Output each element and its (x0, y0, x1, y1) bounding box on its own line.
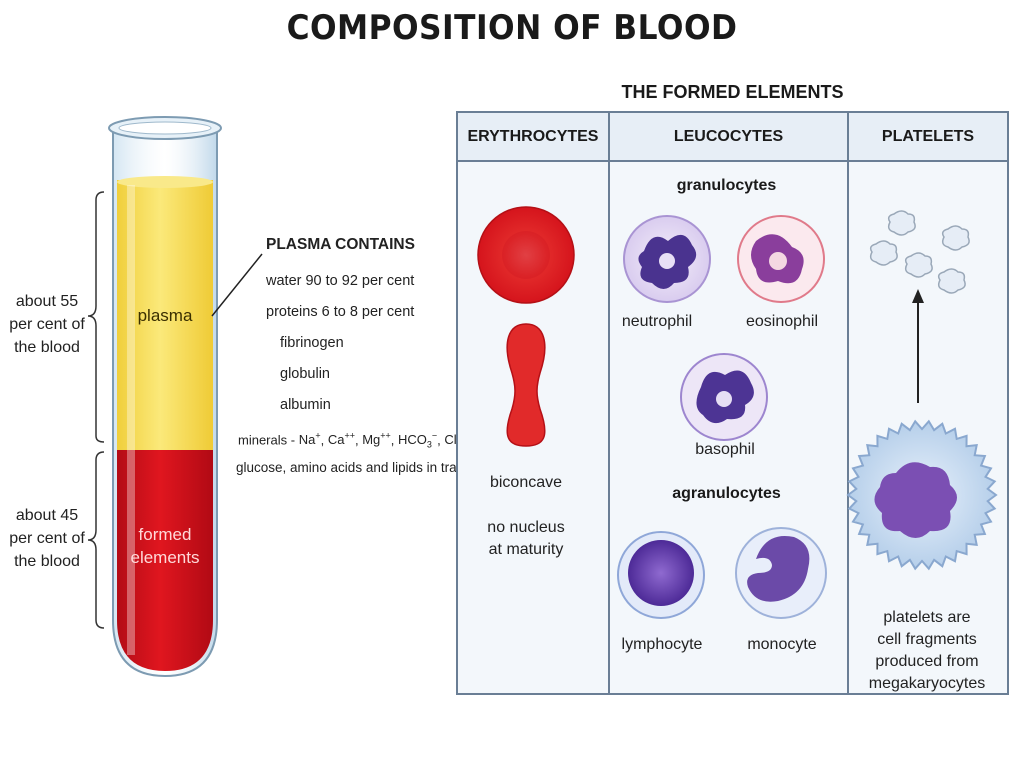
monocyte-icon (735, 527, 827, 619)
biconcave-label: biconcave (489, 474, 563, 491)
lymphocyte-icon (617, 531, 705, 619)
basophil-icon (680, 353, 768, 441)
lower-brace (87, 451, 105, 629)
minerals-line: minerals - Na+, Ca++, Mg++, HCO3−, Cl− (238, 421, 468, 452)
basophil-label: basophil (695, 441, 755, 458)
plasma-contains-heading: PLASMA CONTAINS (266, 236, 415, 253)
platelets-caption: platelets are cell fragments produced fr… (868, 609, 986, 692)
formed-elements-title: THE FORMED ELEMENTS (621, 82, 844, 102)
no-nucleus-label: no nucleus at maturity (487, 519, 565, 558)
mineral-ion: Mg++ (362, 431, 391, 448)
plasma-item: water 90 to 92 per cent (266, 273, 415, 289)
upper-brace (87, 191, 105, 443)
plasma-label: plasma (137, 306, 193, 325)
neutrophil-label: neutrophil (621, 313, 693, 330)
plasma-item: proteins 6 to 8 per cent (266, 304, 415, 320)
plasma-layer (117, 180, 213, 450)
rbc-top-view (477, 206, 575, 304)
eosinophil-icon (737, 215, 825, 303)
lymphocyte-label: lymphocyte (621, 636, 703, 653)
plasma-item: albumin (280, 397, 331, 413)
upper-percent-label: about 55 per cent of the blood (9, 293, 85, 356)
plasma-item: fibrinogen (280, 335, 344, 351)
cell-illustrations (477, 206, 998, 619)
rbc-side-view (506, 323, 546, 447)
arrow-up-icon (912, 289, 924, 403)
mineral-ion: Ca++ (327, 431, 355, 448)
neutrophil-icon (623, 215, 711, 303)
glucose-line: glucose, amino acids and lipids in trans… (236, 460, 478, 475)
granulocytes-heading: granulocytes (676, 177, 777, 194)
mineral-ion: HCO3− (398, 431, 438, 450)
mineral-ion: Na+ (298, 431, 321, 448)
plasma-item: globulin (280, 366, 330, 382)
plasma-contents: PLASMA CONTAINS water 90 to 92 per cent p… (236, 236, 478, 483)
column-platelets: PLATELETS (849, 113, 1007, 162)
page-title: COMPOSITION OF BLOOD (286, 8, 738, 48)
formed-layer (117, 450, 213, 671)
lower-percent-label: about 45 per cent of the blood (9, 507, 85, 570)
megakaryocyte-icon (846, 419, 998, 571)
monocyte-label: monocyte (747, 636, 817, 653)
column-leucocytes: LEUCOCYTES (610, 113, 847, 162)
minerals-prefix: minerals - (238, 432, 299, 448)
agranulocytes-heading: agranulocytes (672, 485, 781, 502)
plasma-pointer (211, 253, 263, 317)
column-erythrocytes: ERYTHROCYTES (458, 113, 608, 162)
eosinophil-label: eosinophil (745, 313, 819, 330)
formed-elements-label: formed elements (130, 525, 200, 567)
platelets-icon (869, 210, 970, 294)
test-tube-diagram (87, 116, 263, 678)
